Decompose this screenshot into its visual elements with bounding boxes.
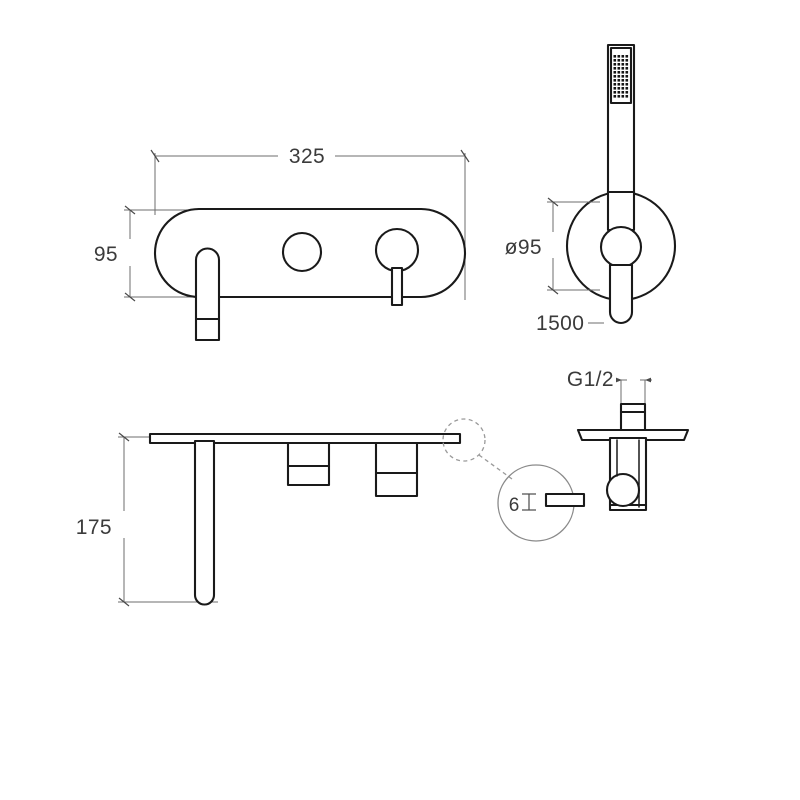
dim-tick-proj-bottom [118, 597, 130, 607]
mixer-knob-front[interactable] [374, 227, 420, 273]
shower-hose-end [608, 263, 634, 324]
shower-ball-joint [599, 225, 643, 269]
dim-tick-proj-top [118, 432, 130, 442]
spout-front [194, 247, 221, 342]
dim-tick-dia-bottom [547, 285, 559, 295]
view-outlet-section: G1/2 [567, 368, 690, 512]
note-hose-length: 1500 [536, 312, 604, 335]
detail-plate-section [544, 492, 586, 508]
detail-callout-plate-thickness: 6 [442, 418, 586, 542]
dim-tick-right [460, 149, 470, 163]
detail-leader-line [478, 454, 513, 480]
shower-head-face [609, 46, 633, 105]
dim-label-escutcheon-diameter: ø95 [505, 236, 542, 259]
diverter-knob-front[interactable] [281, 231, 323, 273]
dim-tick-top [124, 205, 136, 215]
shower-handle-bar-lower [606, 190, 636, 232]
shower-head-mesh [613, 55, 629, 98]
knob-profile-left [286, 441, 331, 487]
knob-profile-right [374, 441, 419, 498]
dim-arrow-thread-right [645, 377, 651, 383]
mixer-lever-front[interactable] [390, 266, 404, 307]
dim-label-thread: G1/2 [567, 368, 614, 391]
wall-escutcheon-flange [576, 428, 690, 442]
detail-thickness-label: 6 [509, 495, 520, 516]
dim-tick-dia-top [547, 197, 559, 207]
dimension-plate-height: 95 [94, 205, 196, 302]
dim-label-plate-width: 325 [289, 145, 325, 168]
thread-spigot [619, 402, 647, 432]
view-front-plate: 325 95 [94, 145, 470, 342]
note-label-hose-length: 1500 [536, 312, 584, 335]
dim-tick-bottom [124, 292, 136, 302]
dim-tick-left [150, 149, 160, 163]
dimension-escutcheon-diameter: ø95 [505, 197, 600, 295]
detail-source-circle [442, 418, 486, 462]
outlet-ball-joint [605, 472, 641, 508]
dimension-thread-size: G1/2 [567, 368, 652, 408]
dim-label-spout-projection: 175 [76, 516, 112, 539]
dim-label-plate-height: 95 [94, 243, 118, 266]
view-hand-shower: ø95 1500 [505, 43, 677, 335]
view-side-plate: 175 [76, 432, 462, 607]
dimension-plate-width: 325 [150, 145, 470, 300]
dim-arrow-thread-left [616, 377, 622, 383]
spout-side-profile [193, 439, 216, 606]
detail-thickness-symbol [522, 493, 536, 511]
